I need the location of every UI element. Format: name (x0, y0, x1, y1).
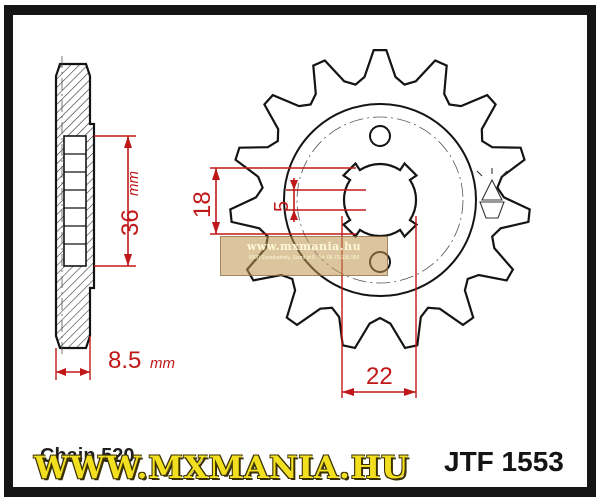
part-number: JTF 1553 (444, 446, 564, 477)
thickness-dimension-unit: mm (150, 355, 175, 372)
width-dimension-unit: mm (125, 171, 142, 196)
sprocket-profile-icon (54, 56, 96, 356)
watermark-site: www.mxmania.hu (246, 240, 362, 253)
spline-inner-dimension (286, 178, 366, 222)
spline-outer-value: 18 (189, 191, 216, 218)
brand-banner: WWW.MXMANIA.HU (34, 450, 410, 486)
thickness-dimension-value: 8.5 (108, 347, 141, 374)
spline-bore (341, 161, 419, 239)
chain-label: Chain 520 (40, 445, 135, 467)
watermark-label: www.mxmania.hu 9000 Szombathely, Szent ú… (220, 236, 388, 276)
pitch-circle (296, 116, 464, 284)
watermark-address: 9000 Szombathely, Szent út 5. Tel: 06-70… (248, 255, 360, 261)
logo-icon (476, 168, 508, 219)
width-dimension-value: 36 (117, 209, 144, 236)
spline-width-value: 22 (366, 363, 393, 390)
thickness-dimension (55, 336, 91, 380)
spline-outer-dimension (210, 167, 356, 235)
hub-circle (283, 103, 477, 297)
spline-inner-value: 5 (271, 201, 293, 212)
bolt-hole-top (369, 125, 391, 147)
diagram-frame: 36 mm 8.5 mm (4, 4, 596, 498)
frame-border (4, 5, 596, 497)
width-dimension (94, 135, 136, 267)
